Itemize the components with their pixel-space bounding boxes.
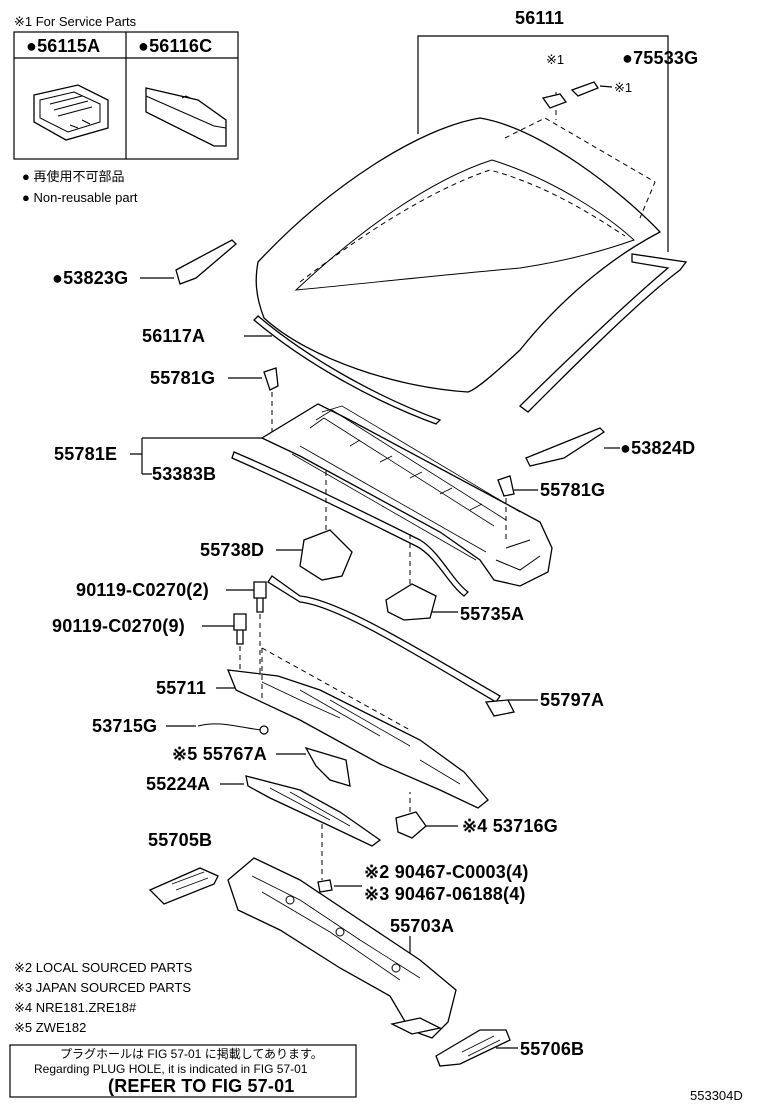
plug-hole-jp: プラグホールは FIG 57-01 に掲載してあります。: [60, 1046, 323, 1061]
label-55781E[interactable]: 55781E: [54, 444, 117, 464]
bracket-piece-1: [541, 93, 568, 109]
seal-53383B: 53383B: [152, 451, 469, 597]
bolt-90119-9: [233, 613, 247, 645]
bracket-55738D: [299, 529, 353, 581]
label-56111[interactable]: 56111: [515, 8, 564, 28]
part-53716G: ※4 53716G: [395, 792, 558, 839]
part-55738D: 55738D: [200, 470, 353, 581]
part-55781G-right: 55781G: [497, 475, 605, 540]
bracket-piece-2: [570, 81, 599, 97]
label-53824D[interactable]: ●53824D: [620, 438, 695, 458]
part-55706B: 55706B: [435, 1029, 584, 1067]
plug-hole-en: Regarding PLUG HOLE, it is indicated in …: [34, 1062, 308, 1076]
label-90119-2[interactable]: 90119-C0270(2): [76, 580, 209, 600]
part-55767A: ※5 55767A: [172, 744, 351, 787]
service-part-56115A[interactable]: ●56115A: [26, 36, 100, 56]
label-55738D[interactable]: 55738D: [200, 540, 264, 560]
hose-55797A: [267, 575, 501, 703]
wedge-53824D: [525, 427, 606, 467]
clip-55781G-top: [263, 367, 279, 391]
leader-56111: [417, 35, 669, 252]
sensor-area-dashed: [504, 117, 656, 219]
note-japan-sourced: ※3 JAPAN SOURCED PARTS: [14, 980, 191, 995]
glass-ceramic-border: [294, 159, 635, 291]
bracket-55735A: [385, 583, 437, 621]
bracket-55705B: [148, 867, 219, 905]
strip-56116C-drawing: [145, 87, 227, 147]
part-55703A: 55703A: [227, 857, 457, 1039]
windshield-glass-56111: 56111 ※1 ※1: [255, 8, 669, 393]
label-55781G-right[interactable]: 55781G: [540, 480, 605, 500]
glass-outline: [255, 117, 662, 393]
label-55735A[interactable]: 55735A: [460, 604, 524, 624]
label-53383B[interactable]: 53383B: [152, 464, 216, 484]
label-55781G-top[interactable]: 55781G: [150, 368, 215, 388]
clip-55781G-right: [497, 475, 515, 497]
label-90467-local[interactable]: ※2 90467-C0003(4): [364, 862, 529, 882]
moulding-75533G: ●75533G: [519, 48, 698, 413]
bolt-90119-2: [253, 581, 267, 613]
service-parts-note: ※1 For Service Parts: [14, 14, 137, 29]
label-53823G[interactable]: ●53823G: [52, 268, 128, 288]
part-55711: 55711: [156, 647, 489, 809]
refer-to-fig[interactable]: (REFER TO FIG 57-01: [108, 1076, 295, 1096]
part-56117A: 56117A: [142, 315, 442, 425]
part-53823G: ●53823G: [52, 239, 237, 288]
cowl-top-55781E: 55781E: [54, 403, 553, 587]
label-53715G[interactable]: 53715G: [92, 716, 157, 736]
wire-53715G: [197, 723, 263, 731]
label-55706B[interactable]: 55706B: [520, 1039, 584, 1059]
label-55703A[interactable]: 55703A: [390, 916, 454, 936]
moulding-56117A: [253, 315, 442, 425]
plug-hole-reference-box: プラグホールは FIG 57-01 に掲載してあります。 Regarding P…: [9, 1044, 357, 1098]
label-90119-9[interactable]: 90119-C0270(9): [52, 616, 185, 636]
bolts-90119: 90119-C0270(2) 90119-C0270(9): [52, 580, 267, 700]
part-90467: ※2 90467-C0003(4) ※3 90467-06188(4): [317, 862, 529, 904]
part-55735A: 55735A: [385, 530, 524, 624]
bracket-53716G: [395, 811, 427, 839]
lower-cowl-panel: [226, 669, 489, 809]
ref-1-a: ※1: [546, 52, 564, 67]
part-53824D: ●53824D: [525, 427, 695, 467]
label-75533G[interactable]: ●75533G: [622, 48, 698, 68]
service-part-56116C[interactable]: ●56116C: [138, 36, 212, 56]
label-53716G[interactable]: ※4 53716G: [462, 816, 558, 836]
label-90467-japan[interactable]: ※3 90467-06188(4): [364, 884, 526, 904]
note-local-sourced: ※2 LOCAL SOURCED PARTS: [14, 960, 193, 975]
clip-56115A-drawing: [33, 84, 109, 141]
part-55781G-top: 55781G: [150, 367, 279, 432]
ref-1-b: ※1: [614, 80, 632, 95]
part-55797A: 55797A: [267, 575, 604, 717]
label-56117A[interactable]: 56117A: [142, 326, 205, 346]
figure-id: 553304D: [690, 1088, 743, 1103]
legend-jp: ● 再使用不可部品: [22, 169, 124, 184]
bracket-55706B: [435, 1029, 511, 1067]
pad-55767A: [304, 746, 351, 787]
seal-strip: [231, 451, 469, 597]
clip-90467: [317, 879, 333, 893]
note-model-nre181: ※4 NRE181.ZRE18#: [14, 1000, 137, 1015]
service-parts-panel: ※1 For Service Parts ●56115A ●56116C: [13, 14, 239, 160]
footnotes: ※2 LOCAL SOURCED PARTS ※3 JAPAN SOURCED …: [14, 960, 193, 1035]
part-55705B: 55705B: [148, 830, 219, 905]
label-55767A[interactable]: ※5 55767A: [172, 744, 267, 764]
part-55224A: 55224A: [146, 774, 382, 880]
legend-en: ● Non-reusable part: [22, 190, 138, 205]
label-55711[interactable]: 55711: [156, 678, 206, 698]
label-55705B[interactable]: 55705B: [148, 830, 212, 850]
moulding-strip-right: [519, 253, 688, 413]
wedge-53823G: [175, 239, 237, 285]
label-55797A[interactable]: 55797A: [540, 690, 604, 710]
label-55224A[interactable]: 55224A: [146, 774, 210, 794]
part-53715G: 53715G: [92, 716, 269, 736]
note-model-zwe182: ※5 ZWE182: [14, 1020, 86, 1035]
reinforcement-panel: [227, 857, 457, 1039]
